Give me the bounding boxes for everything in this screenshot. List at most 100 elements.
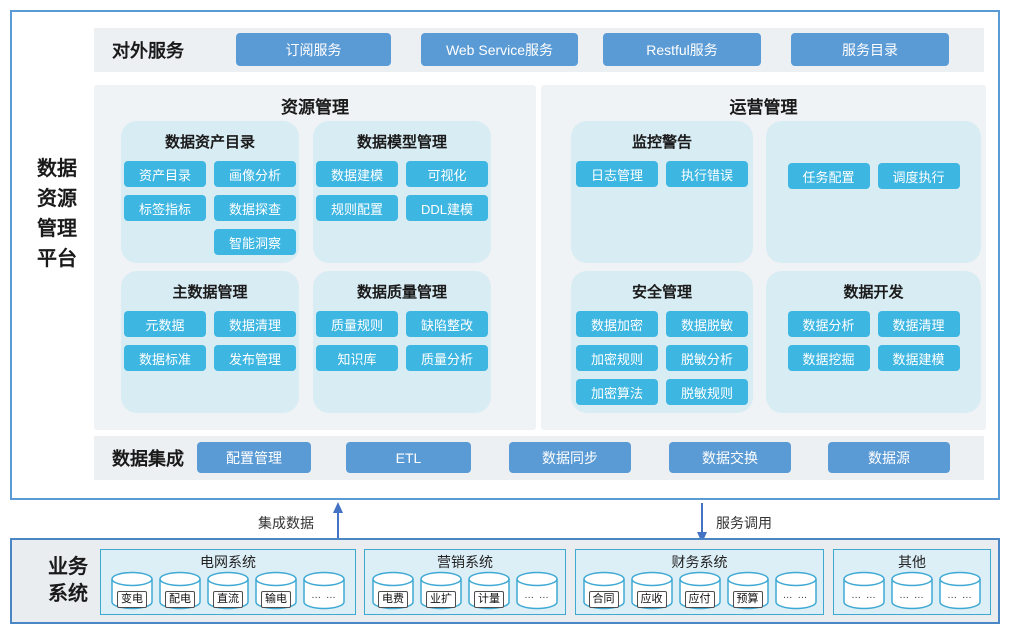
data-model-btn-2[interactable]: 规则配置 — [316, 195, 398, 221]
security-btn-0[interactable]: 数据加密 — [576, 311, 658, 337]
security-btn-2[interactable]: 加密规则 — [576, 345, 658, 371]
other-databases: … … … … … … — [834, 571, 990, 611]
database-icon: … … — [774, 571, 818, 611]
btn-etl[interactable]: ETL — [346, 442, 471, 473]
platform-container: 数据 资源 管理 平台 对外服务 订阅服务 Web Service服务 Rest… — [10, 10, 1000, 500]
database-label: 业扩 — [426, 591, 456, 608]
security-btn-4[interactable]: 加密算法 — [576, 379, 658, 405]
btn-subscribe-service[interactable]: 订阅服务 — [236, 33, 391, 66]
dev-btn-3[interactable]: 数据建模 — [877, 345, 960, 371]
database-label: 计量 — [474, 591, 504, 608]
power-grid-databases: 变电 配电 直流 输电 … … — [101, 571, 355, 611]
asset-catalog-btn-0[interactable]: 资产目录 — [124, 161, 206, 187]
database-label: 输电 — [261, 591, 291, 608]
dev-btn-1[interactable]: 数据清理 — [877, 311, 960, 337]
resource-panel-title: 资源管理 — [281, 98, 349, 117]
btn-service-catalog[interactable]: 服务目录 — [791, 33, 949, 66]
database-label: 预算 — [732, 591, 763, 608]
database-icon: 直流 — [206, 571, 250, 611]
database-label: 变电 — [117, 591, 147, 608]
database-icon: 预算 — [726, 571, 770, 611]
data-quality-grid: 质量规则 缺陷整改 知识库 质量分析 — [313, 311, 491, 371]
database-icon: 电费 — [371, 571, 415, 611]
data-development-title: 数据开发 — [843, 284, 904, 301]
task-scheduling-grid: 任务配置 调度执行 — [766, 163, 981, 189]
security-btn-5[interactable]: 脱敏规则 — [666, 379, 748, 405]
asset-catalog-btn-2[interactable]: 标签指标 — [124, 195, 206, 221]
marketing-system-title: 营销系统 — [437, 554, 493, 570]
resource-management-panel: 资源管理 数据资产目录 资产目录 画像分析 标签指标 数据探查 智能洞察 数据模… — [94, 85, 536, 430]
data-model-btn-1[interactable]: 可视化 — [406, 161, 488, 187]
monitor-alert-grid: 日志管理 执行错误 — [571, 161, 753, 187]
data-model-btn-0[interactable]: 数据建模 — [316, 161, 398, 187]
platform-title-line: 平台 — [37, 248, 77, 270]
asset-catalog-subpanel: 数据资产目录 资产目录 画像分析 标签指标 数据探查 智能洞察 — [121, 121, 299, 263]
btn-data-sync[interactable]: 数据同步 — [509, 442, 631, 473]
data-quality-btn-1[interactable]: 缺陷整改 — [406, 311, 488, 337]
database-label: 合同 — [588, 591, 619, 608]
asset-catalog-grid: 资产目录 画像分析 标签指标 数据探查 智能洞察 — [121, 161, 299, 255]
dev-btn-2[interactable]: 数据挖掘 — [787, 345, 870, 371]
master-data-btn-1[interactable]: 数据清理 — [214, 311, 296, 337]
asset-catalog-btn-1[interactable]: 画像分析 — [214, 161, 296, 187]
other-system-title: 其他 — [898, 554, 926, 570]
platform-title-line: 资源 — [37, 188, 77, 210]
other-system-group: 其他 … … … … … … — [833, 549, 991, 615]
finance-databases: 合同 应收 应付 预算 … … — [576, 571, 823, 611]
database-icon: 业扩 — [419, 571, 463, 611]
master-data-title: 主数据管理 — [172, 284, 248, 301]
monitor-btn-0[interactable]: 日志管理 — [576, 161, 658, 187]
data-model-btn-3[interactable]: DDL建模 — [406, 195, 488, 221]
database-label: 电费 — [378, 591, 408, 608]
monitor-btn-1[interactable]: 执行错误 — [666, 161, 748, 187]
security-btn-3[interactable]: 脱敏分析 — [666, 345, 748, 371]
database-icon: 配电 — [158, 571, 202, 611]
database-label: 直流 — [213, 591, 243, 608]
btn-config-management[interactable]: 配置管理 — [197, 442, 311, 473]
master-data-grid: 元数据 数据清理 数据标准 发布管理 — [121, 311, 299, 371]
platform-title-line: 数据 — [37, 158, 77, 180]
data-quality-subpanel: 数据质量管理 质量规则 缺陷整改 知识库 质量分析 — [313, 271, 491, 413]
database-icon: … … — [938, 571, 982, 611]
platform-title-line: 管理 — [37, 218, 77, 240]
asset-catalog-btn-3[interactable]: 数据探查 — [214, 195, 296, 221]
asset-catalog-btn-4[interactable]: 智能洞察 — [214, 229, 296, 255]
master-data-subpanel: 主数据管理 元数据 数据清理 数据标准 发布管理 — [121, 271, 299, 413]
data-quality-btn-3[interactable]: 质量分析 — [406, 345, 488, 371]
marketing-databases: 电费 业扩 计量 … … — [365, 571, 565, 611]
database-icon: 合同 — [582, 571, 626, 611]
task-scheduling-subpanel: 任务配置 调度执行 — [766, 121, 981, 263]
up-arrow-icon — [333, 502, 343, 542]
data-quality-btn-0[interactable]: 质量规则 — [316, 311, 398, 337]
database-label: … … — [851, 590, 877, 601]
task-btn-0[interactable]: 任务配置 — [787, 163, 870, 189]
master-data-btn-3[interactable]: 发布管理 — [214, 345, 296, 371]
btn-data-source[interactable]: 数据源 — [828, 442, 950, 473]
database-label: 配电 — [165, 591, 195, 608]
data-development-subpanel: 数据开发 数据分析 数据清理 数据挖掘 数据建模 — [766, 271, 981, 413]
master-data-btn-2[interactable]: 数据标准 — [124, 345, 206, 371]
data-model-title: 数据模型管理 — [356, 134, 447, 151]
finance-system-group: 财务系统 合同 应收 应付 预算 — [575, 549, 824, 615]
database-icon: 应付 — [678, 571, 722, 611]
database-icon: … … — [842, 571, 886, 611]
database-label: … … — [782, 590, 809, 601]
dev-btn-0[interactable]: 数据分析 — [787, 311, 870, 337]
operation-management-panel: 运营管理 监控警告 日志管理 执行错误 任务配置 调度执行 安全管理 数据加密 … — [541, 85, 986, 430]
btn-restful-service[interactable]: Restful服务 — [603, 33, 761, 66]
data-quality-title: 数据质量管理 — [356, 284, 447, 301]
down-arrow-icon — [697, 503, 707, 543]
btn-data-exchange[interactable]: 数据交换 — [669, 442, 791, 473]
task-btn-1[interactable]: 调度执行 — [877, 163, 960, 189]
data-quality-btn-2[interactable]: 知识库 — [316, 345, 398, 371]
external-services-label: 对外服务 — [112, 41, 184, 61]
master-data-btn-0[interactable]: 元数据 — [124, 311, 206, 337]
monitor-alert-title: 监控警告 — [631, 134, 692, 151]
database-label: … … — [524, 590, 550, 601]
data-integration-strip: 数据集成 配置管理 ETL 数据同步 数据交换 数据源 — [94, 436, 984, 480]
database-label: … … — [947, 590, 973, 601]
security-btn-1[interactable]: 数据脱敏 — [666, 311, 748, 337]
database-label: … … — [899, 590, 925, 601]
external-services-strip: 对外服务 订阅服务 Web Service服务 Restful服务 服务目录 — [94, 28, 984, 72]
btn-web-service[interactable]: Web Service服务 — [421, 33, 578, 66]
